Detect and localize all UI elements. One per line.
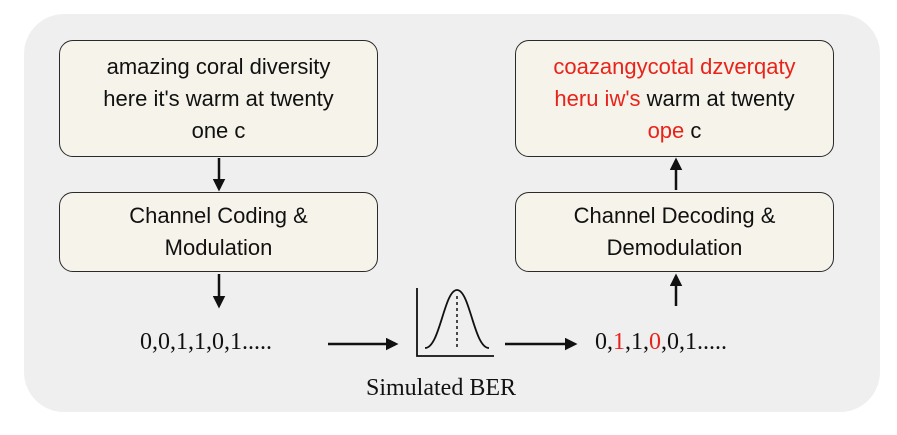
input-bit-sequence: 0,0,1,1,0,1..... (140, 329, 272, 355)
input-text-line-3: one c (191, 117, 246, 143)
output-text-box: coazangycotal dzverqaty heru iw's warm a… (515, 40, 834, 157)
corrupted-words: ope (647, 117, 685, 143)
channel-coding-label-1: Channel Coding & (129, 203, 308, 228)
corrupted-words: coazangycotal dzverqaty (553, 53, 796, 79)
channel-coding-label-2: Modulation (164, 235, 273, 260)
input-text-line-2: here it's warm at twenty (103, 85, 334, 111)
bit-fragment: 0, (595, 329, 613, 355)
output-text-line-3: ope c (553, 115, 795, 147)
channel-decoding-box: Channel Decoding & Demodulation (515, 192, 834, 272)
simulated-ber-caption: Simulated BER (366, 375, 516, 401)
bit-fragment: ,0,1..... (661, 329, 727, 355)
channel-decoding-label-2: Demodulation (606, 235, 743, 260)
output-bit-sequence: 0,1,1,0,0,1..... (595, 329, 727, 356)
input-text-box: amazing coral diversity here it's warm a… (59, 40, 378, 157)
gaussian-noise-icon (416, 288, 494, 357)
output-text-line-1: coazangycotal dzverqaty (553, 51, 795, 83)
channel-decoding-label-1: Channel Decoding & (573, 203, 776, 228)
corrupted-words: heru iw's (554, 85, 641, 111)
bit-fragment: ,1, (625, 329, 649, 355)
flipped-bit: 1 (613, 329, 625, 355)
channel-coding-box: Channel Coding & Modulation (59, 192, 378, 272)
flipped-bit: 0 (649, 329, 661, 355)
output-text-line-2: heru iw's warm at twenty (553, 83, 795, 115)
correct-words: warm at twenty (640, 85, 795, 111)
correct-words: c (684, 117, 702, 143)
input-text-line-1: amazing coral diversity (106, 53, 331, 79)
